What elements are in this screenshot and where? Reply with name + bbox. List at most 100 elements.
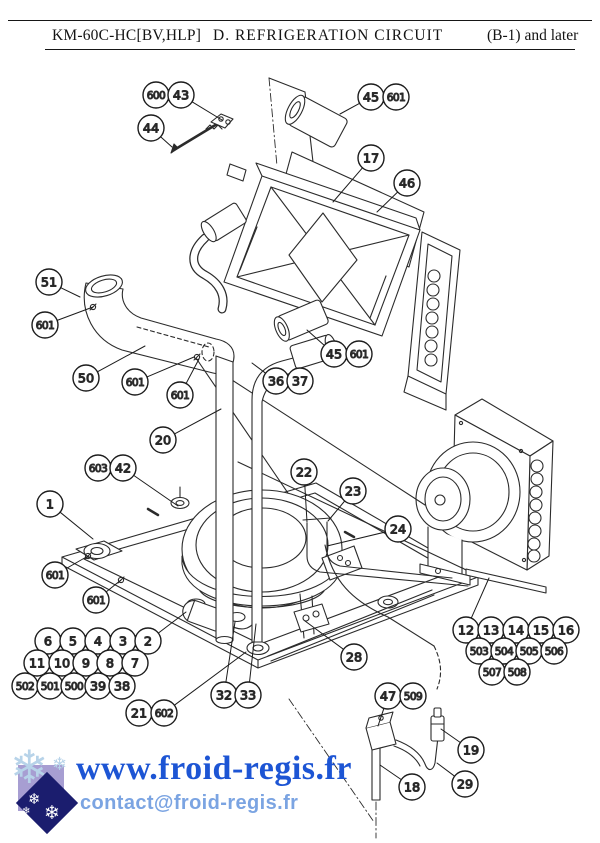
balloon-number: 16	[558, 624, 574, 639]
balloon-circle	[82, 586, 110, 614]
balloon-601: 601	[382, 83, 410, 111]
balloon-circle	[31, 311, 59, 339]
balloon-circle	[41, 561, 69, 589]
balloon-circle	[393, 169, 421, 197]
balloon-number: 50	[78, 372, 94, 387]
balloon-circle	[552, 616, 580, 644]
balloon-13: 13	[477, 616, 505, 644]
header-revision: (B-1) and later	[487, 27, 579, 44]
balloon-circle	[36, 490, 64, 518]
balloon-number: 45	[363, 91, 379, 106]
balloon-500: 500	[60, 672, 88, 700]
leader-line	[376, 191, 399, 213]
website-link[interactable]: www.froid-regis.fr	[76, 750, 352, 787]
balloon-number: 32	[216, 689, 232, 704]
balloon-24: 24	[326, 515, 412, 547]
balloon-circle	[109, 454, 137, 482]
suction-pipe-drawing	[83, 274, 235, 375]
leader-line	[304, 484, 308, 523]
balloon-number: 502	[16, 681, 34, 693]
balloon-number: 601	[350, 349, 368, 361]
damper-a-drawing	[284, 94, 348, 148]
balloon-601: 601	[345, 340, 373, 368]
balloon-number: 601	[87, 595, 105, 607]
balloon-601: 601	[41, 555, 89, 589]
leader-line	[327, 500, 346, 522]
balloon-number: 508	[508, 667, 527, 679]
condenser-drawing	[415, 398, 554, 594]
balloon-number: 7	[131, 657, 139, 672]
thermistor-rod-drawing	[170, 113, 234, 154]
balloon-number: 4	[94, 635, 102, 650]
balloon-38: 38	[108, 672, 136, 700]
balloon-number: 603	[89, 463, 107, 475]
balloon-602: 602	[150, 651, 247, 727]
balloon-number: 24	[390, 523, 406, 538]
balloon-circle	[286, 367, 314, 395]
balloon-number: 601	[171, 390, 189, 402]
balloon-number: 600	[147, 90, 166, 102]
balloon-36: 36	[251, 362, 290, 395]
balloon-51: 51	[35, 268, 81, 298]
froid-regis-logo: ❄ ❄ ❄ ❄ ❄	[10, 740, 80, 835]
balloon-circle	[290, 458, 318, 486]
balloon-number: 17	[363, 152, 379, 167]
balloon-507: 507	[478, 658, 506, 686]
balloon-circle	[540, 637, 568, 665]
balloon-number: 23	[345, 485, 361, 500]
balloon-number: 11	[29, 657, 45, 672]
balloon-number: 5	[69, 635, 77, 650]
balloon-number: 43	[173, 89, 189, 104]
leader-line	[105, 579, 122, 593]
leader-line	[65, 555, 89, 569]
balloon-number: 18	[404, 781, 420, 796]
balloon-600: 600	[142, 81, 170, 109]
balloon-number: 38	[114, 680, 130, 695]
balloon-number: 602	[155, 708, 173, 720]
balloon-505: 505	[515, 637, 543, 665]
balloon-number: 45	[326, 348, 342, 363]
balloon-circle	[121, 649, 149, 677]
leader-line	[326, 531, 386, 547]
balloon-circle	[234, 681, 262, 709]
balloon-1: 1	[36, 490, 94, 540]
balloon-circle	[137, 114, 165, 142]
balloon-number: 506	[545, 646, 564, 658]
balloon-number: 47	[380, 690, 396, 705]
balloon-number: 1	[46, 498, 54, 513]
balloon-number: 22	[296, 466, 312, 481]
balloon-number: 36	[268, 375, 284, 390]
balloon-502: 502	[11, 672, 39, 700]
balloon-circle	[167, 81, 195, 109]
balloon-number: 14	[508, 624, 524, 639]
balloon-506: 506	[540, 637, 568, 665]
balloon-601: 601	[82, 579, 122, 614]
balloon-501: 501	[36, 672, 64, 700]
balloon-11: 11	[23, 649, 51, 677]
balloon-circle	[72, 364, 100, 392]
balloon-18: 18	[379, 764, 426, 801]
balloon-number: 46	[399, 177, 415, 192]
balloon-number: 501	[41, 681, 59, 693]
damper-b-drawing	[273, 299, 329, 342]
balloon-10: 10	[48, 649, 76, 677]
balloon-circle	[149, 426, 177, 454]
balloon-number: 19	[463, 744, 479, 759]
balloon-number: 42	[115, 462, 131, 477]
balloon-16: 16	[552, 616, 580, 644]
balloon-number: 9	[82, 657, 90, 672]
balloon-circle	[398, 773, 426, 801]
balloon-number: 21	[131, 707, 147, 722]
balloon-503: 503	[465, 637, 493, 665]
leader-line	[225, 621, 236, 683]
leader-line	[436, 762, 456, 777]
balloon-number: 15	[533, 624, 549, 639]
snowflake-icon: ❄	[22, 806, 31, 817]
balloon-number: 28	[346, 651, 362, 666]
leader-line	[306, 329, 325, 346]
balloon-number: 39	[90, 680, 106, 695]
email-link[interactable]: contact@froid-regis.fr	[80, 792, 299, 814]
leader-line	[60, 287, 81, 298]
balloon-47: 47	[374, 682, 402, 727]
